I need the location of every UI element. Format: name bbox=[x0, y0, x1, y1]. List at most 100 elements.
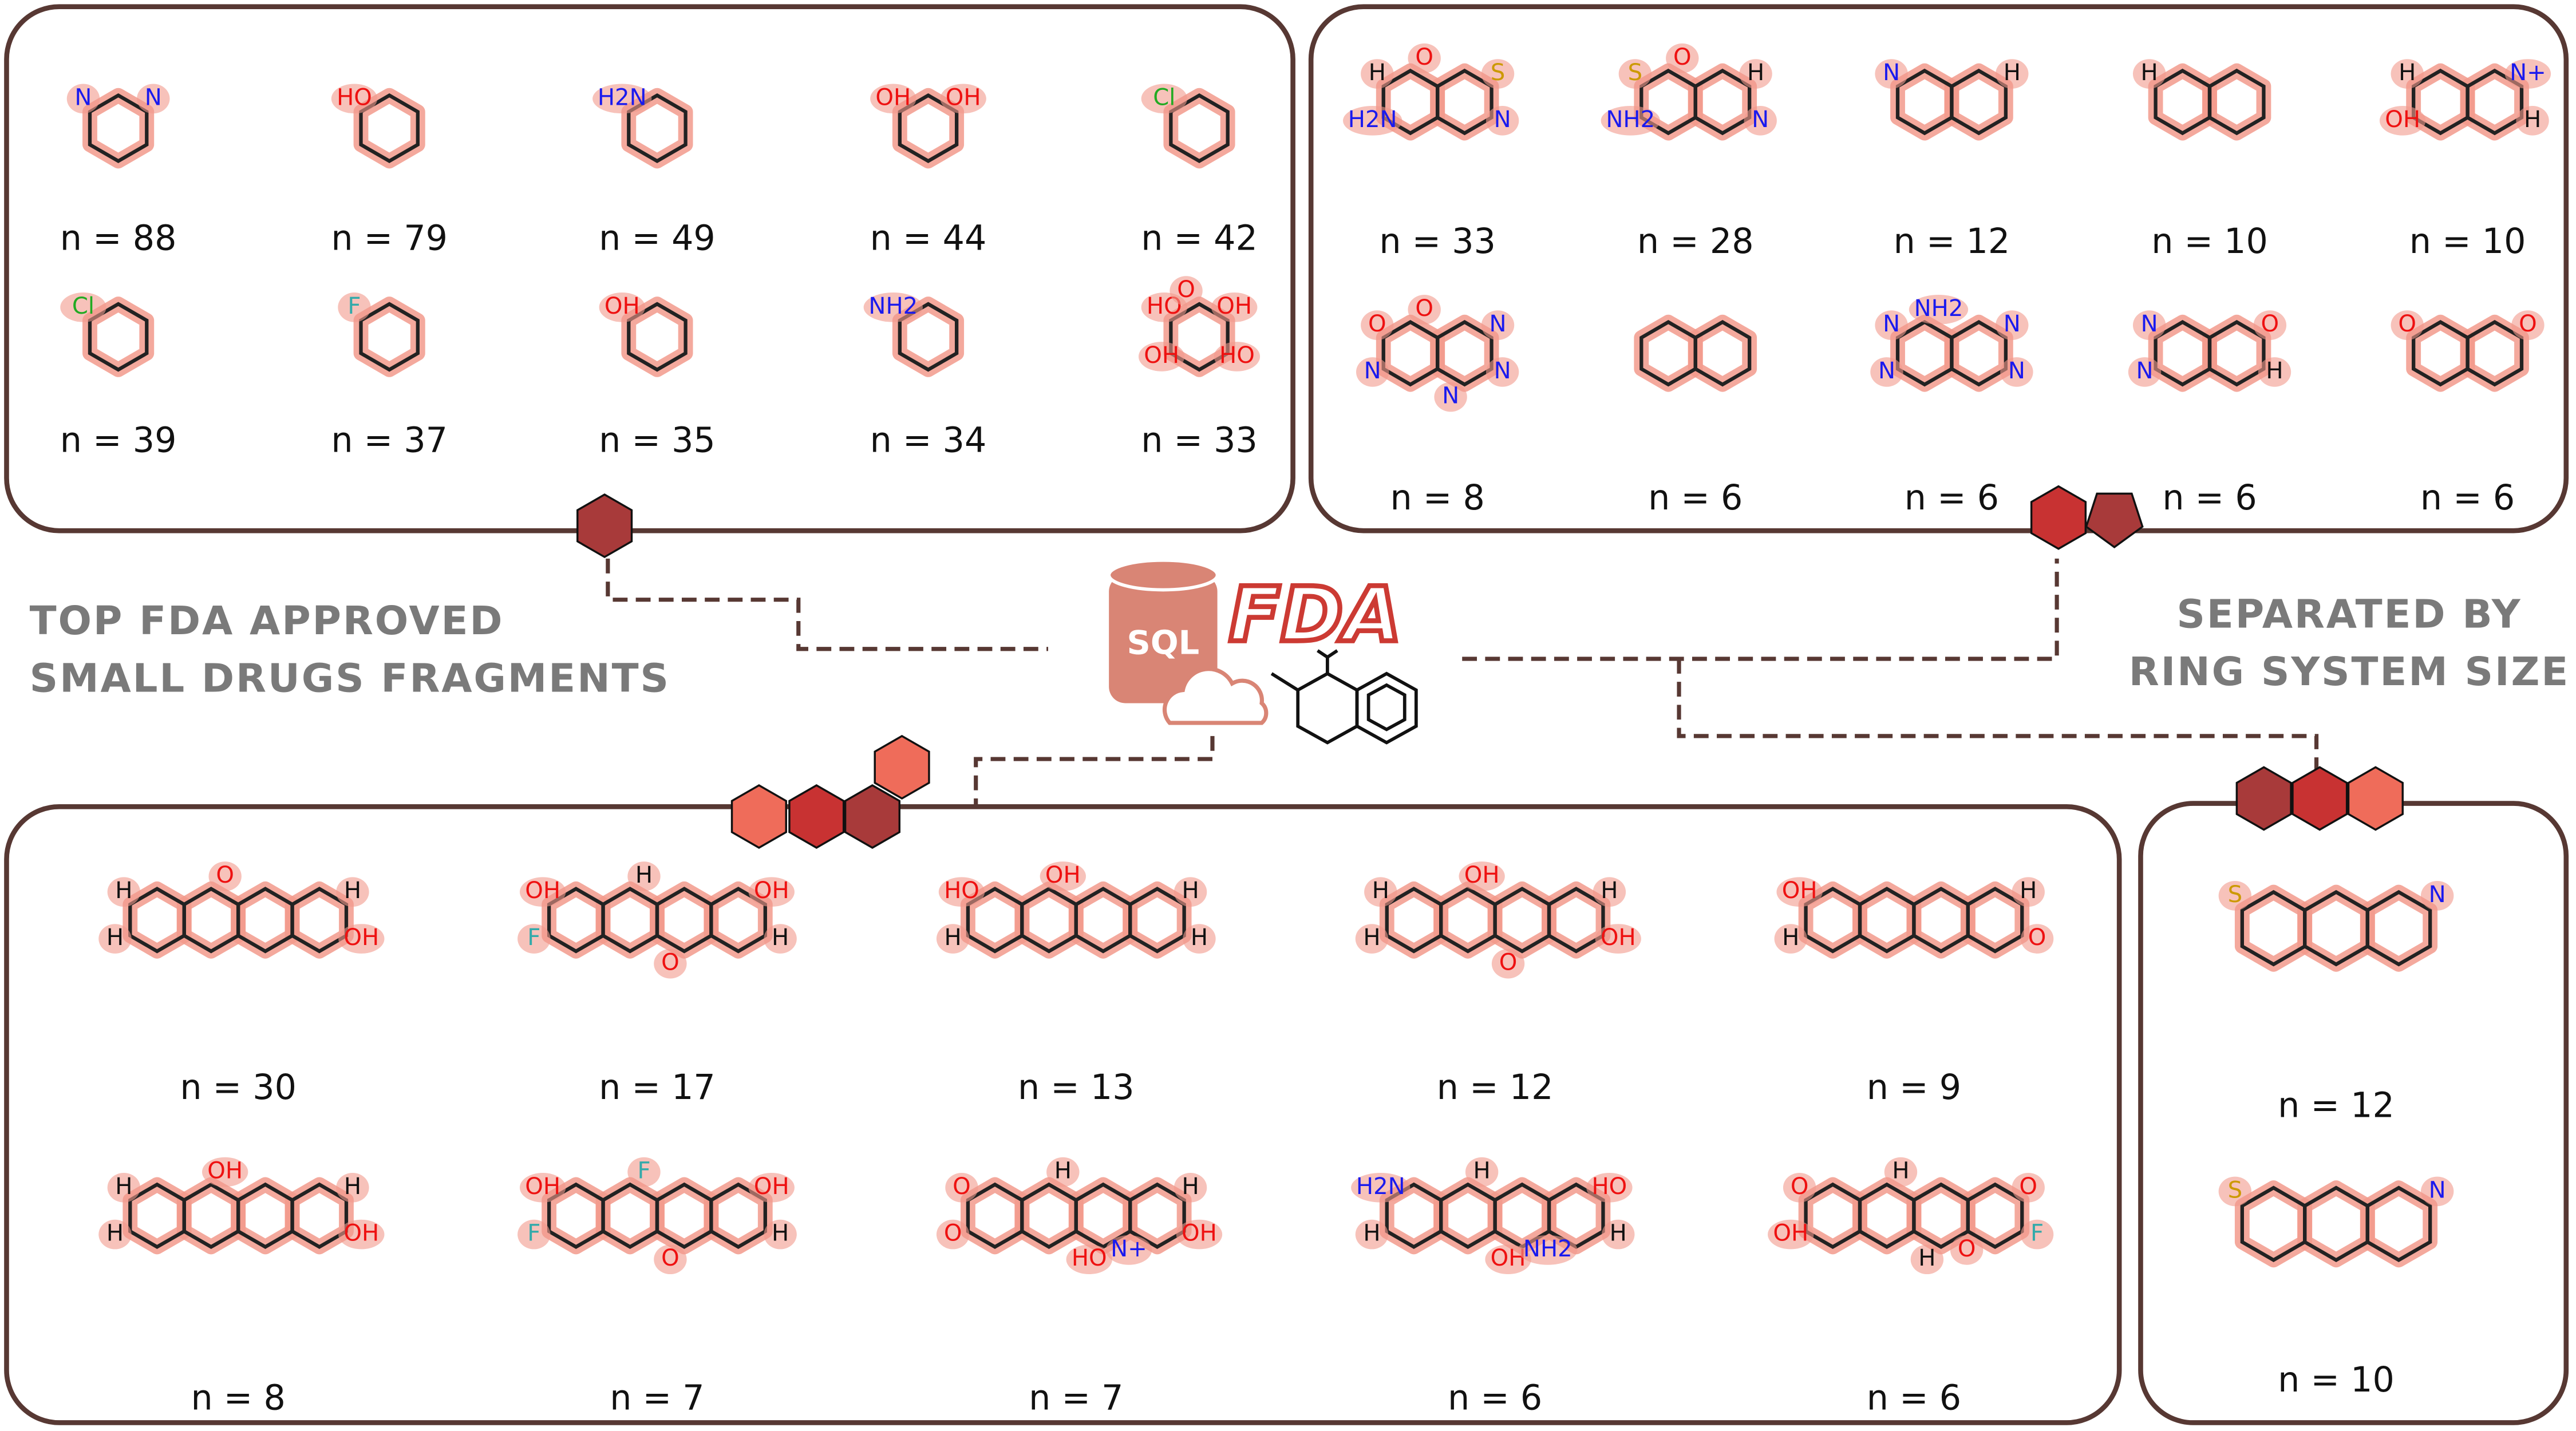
count-label: n = 79 bbox=[331, 218, 448, 258]
atom-label: OH bbox=[754, 877, 789, 904]
three-ring-badge-icon bbox=[2235, 766, 2404, 831]
atom-label: N+ bbox=[2510, 60, 2546, 86]
atom-label: H bbox=[2399, 60, 2416, 86]
atom-label: O bbox=[2261, 311, 2279, 337]
four-ring-badge-icon bbox=[730, 734, 930, 849]
atom-label: O bbox=[1673, 44, 1692, 70]
atom-label: H bbox=[344, 1173, 361, 1200]
two-ring-badge-icon bbox=[2030, 485, 2144, 550]
count-label: n = 6 bbox=[1905, 478, 1999, 518]
atom-label: H bbox=[1191, 924, 1208, 951]
atom-label: HO bbox=[1219, 342, 1255, 369]
count-label: n = 6 bbox=[1448, 1378, 1542, 1418]
atom-label: H bbox=[1182, 1173, 1199, 1200]
sql-label: SQL bbox=[1127, 623, 1200, 662]
atom-label: F bbox=[347, 293, 361, 319]
molecule-one-ring: OHn = 35 bbox=[599, 292, 716, 460]
count-label: n = 44 bbox=[870, 218, 987, 258]
count-label: n = 33 bbox=[1141, 420, 1258, 460]
atom-label: N bbox=[145, 84, 162, 110]
atom-label: OH bbox=[1144, 342, 1179, 369]
count-label: n = 10 bbox=[2278, 1360, 2395, 1400]
cloud-icon bbox=[1162, 667, 1269, 725]
atom-label: O bbox=[216, 862, 234, 888]
atom-label: H bbox=[1610, 1220, 1627, 1247]
atom-label: H bbox=[1747, 60, 1764, 86]
atom-label: O bbox=[1958, 1236, 1976, 1262]
atom-label: H bbox=[1601, 877, 1618, 904]
count-label: n = 17 bbox=[599, 1068, 716, 1108]
atom-label: H2N bbox=[1348, 106, 1397, 133]
atom-label: O bbox=[1499, 950, 1518, 976]
count-label: n = 49 bbox=[599, 218, 716, 258]
molecule-icon bbox=[1270, 649, 1418, 745]
logo: SQL FDA bbox=[1107, 558, 1418, 745]
atom-label: N bbox=[1494, 106, 1511, 133]
atom-label: H bbox=[2141, 60, 2158, 86]
atom-label: N bbox=[1883, 311, 1900, 337]
count-label: n = 35 bbox=[599, 420, 716, 460]
atom-label: H bbox=[2266, 358, 2283, 384]
atom-label: OH bbox=[2385, 106, 2420, 133]
atom-label: H bbox=[1918, 1245, 1935, 1271]
atom-label: H bbox=[344, 877, 361, 904]
one-ring-badge-icon bbox=[576, 493, 633, 559]
count-label: n = 42 bbox=[1141, 218, 1258, 258]
atom-label: N bbox=[1752, 106, 1769, 133]
molecule-one-ring: HO n = 79 bbox=[331, 84, 448, 258]
atom-label: N bbox=[74, 84, 92, 110]
count-label: n = 39 bbox=[60, 420, 177, 460]
atom-label: S bbox=[1491, 60, 1505, 86]
atom-label: H bbox=[1054, 1158, 1072, 1184]
atom-label: H2N bbox=[1356, 1173, 1405, 1200]
atom-label: HO bbox=[944, 877, 979, 904]
atom-label: H bbox=[106, 924, 124, 951]
molecule-one-ring: Cl n = 39 bbox=[60, 292, 177, 460]
atom-label: H bbox=[1363, 1220, 1380, 1247]
atom-label: OH bbox=[754, 1173, 789, 1200]
atom-label: NH2 bbox=[1523, 1236, 1573, 1262]
atom-label: O bbox=[1368, 311, 1386, 337]
connector-four-ring bbox=[974, 736, 1215, 805]
atom-label: N+ bbox=[1111, 1236, 1147, 1262]
count-label: n = 8 bbox=[1390, 478, 1485, 518]
count-label: n = 7 bbox=[610, 1378, 704, 1418]
count-label: n = 30 bbox=[180, 1068, 297, 1108]
molecule-two-ring: Hn = 10 bbox=[2132, 59, 2271, 262]
atom-label: F bbox=[637, 1158, 650, 1184]
atom-label: OH bbox=[1045, 862, 1081, 888]
count-label: n = 12 bbox=[2278, 1086, 2395, 1126]
connector-one-ring bbox=[606, 558, 1048, 651]
atom-label: F bbox=[527, 924, 540, 951]
atom-label: O bbox=[2028, 924, 2046, 951]
atom-label: NH2 bbox=[868, 293, 918, 319]
count-label: n = 13 bbox=[1018, 1068, 1135, 1108]
atom-label: OH bbox=[207, 1158, 243, 1184]
atom-label: OH bbox=[1773, 1220, 1808, 1247]
count-label: n = 28 bbox=[1637, 222, 1754, 262]
atom-label: O bbox=[2398, 311, 2416, 337]
connector-two-ring bbox=[1462, 558, 2059, 661]
connector-three-ring bbox=[1677, 658, 2319, 798]
title-left-line2: SMALL DRUGS FRAGMENTS bbox=[30, 655, 670, 701]
atom-label: N bbox=[2008, 358, 2025, 384]
panel-one-ring bbox=[4, 4, 1295, 533]
count-label: n = 12 bbox=[1437, 1068, 1554, 1108]
atom-label: Cl bbox=[1153, 84, 1175, 110]
atom-label: HO bbox=[337, 84, 372, 110]
count-label: n = 6 bbox=[1648, 478, 1743, 518]
atom-label: Cl bbox=[72, 293, 94, 319]
atom-label: O bbox=[1415, 44, 1433, 70]
